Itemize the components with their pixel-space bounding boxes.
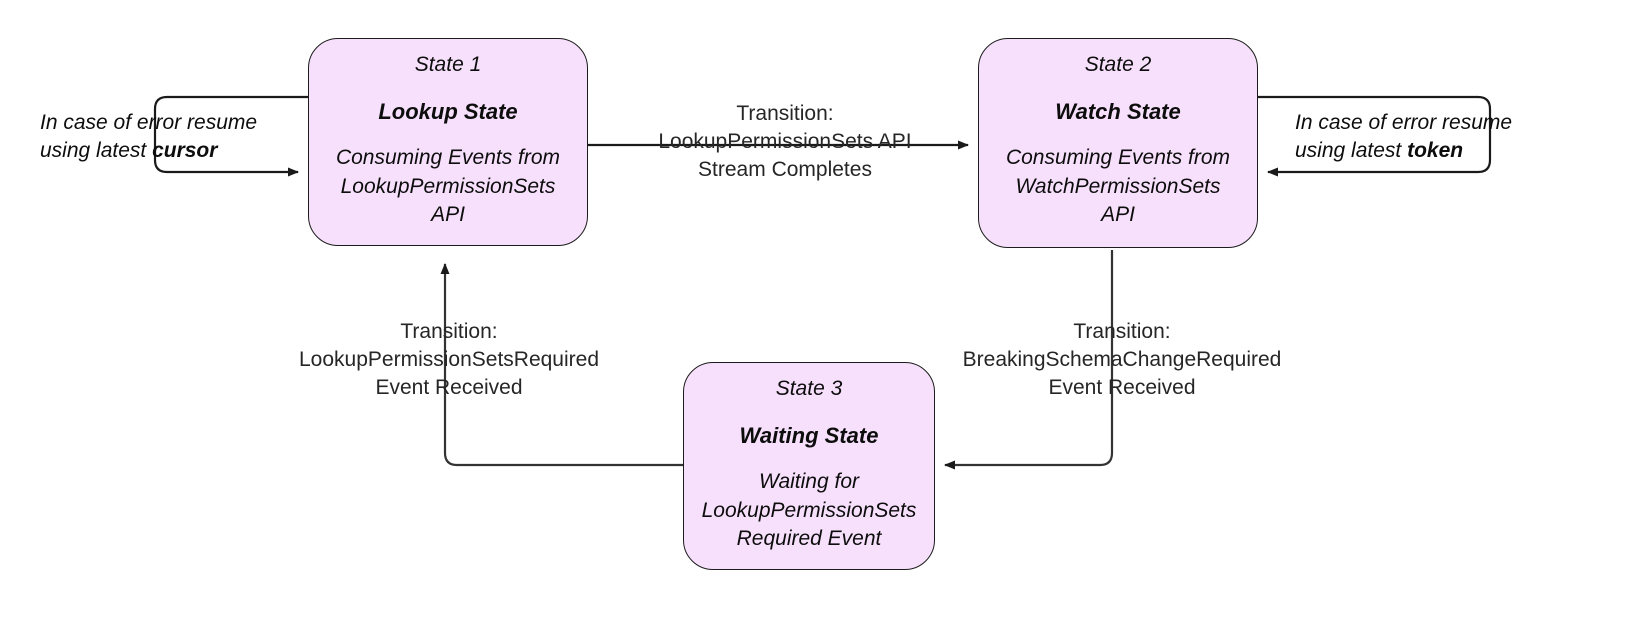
loop-label-prefix: In case of error resume using latest xyxy=(1295,111,1513,163)
transition-label-watch-to-waiting: Transition: BreakingSchemaChangeRequired… xyxy=(962,320,1282,399)
state-node-waiting[interactable]: State 3 Waiting State Waiting for Lookup… xyxy=(683,362,935,570)
transition-label-waiting-to-lookup: Transition: LookupPermissionSetsRequired… xyxy=(299,320,599,399)
state-description-label: Consuming Events from LookupPermissionSe… xyxy=(335,146,561,227)
state-description-label: Consuming Events from WatchPermissionSet… xyxy=(1005,146,1231,227)
loop-label-emphasis: token xyxy=(1407,139,1464,163)
state-node-lookup[interactable]: State 1 Lookup State Consuming Events fr… xyxy=(308,38,588,246)
loop-label-prefix: In case of error resume using latest xyxy=(40,111,258,163)
state-id-label: State 2 xyxy=(1084,53,1152,76)
transition-label-lookup-to-watch: Transition: LookupPermissionSets API Str… xyxy=(658,102,912,181)
state-title-label: Waiting State xyxy=(739,423,879,449)
loop-label-watch-error: In case of error resume using latest tok… xyxy=(1295,109,1545,166)
state-title-label: Lookup State xyxy=(378,99,518,125)
state-description-label: Waiting for LookupPermissionSets Require… xyxy=(701,470,917,551)
state-id-label: State 3 xyxy=(775,377,843,400)
state-id-label: State 1 xyxy=(414,53,482,76)
loop-label-lookup-error: In case of error resume using latest cur… xyxy=(40,109,290,166)
state-node-watch[interactable]: State 2 Watch State Consuming Events fro… xyxy=(978,38,1258,248)
state-title-label: Watch State xyxy=(1055,99,1181,125)
loop-label-emphasis: cursor xyxy=(152,139,218,163)
